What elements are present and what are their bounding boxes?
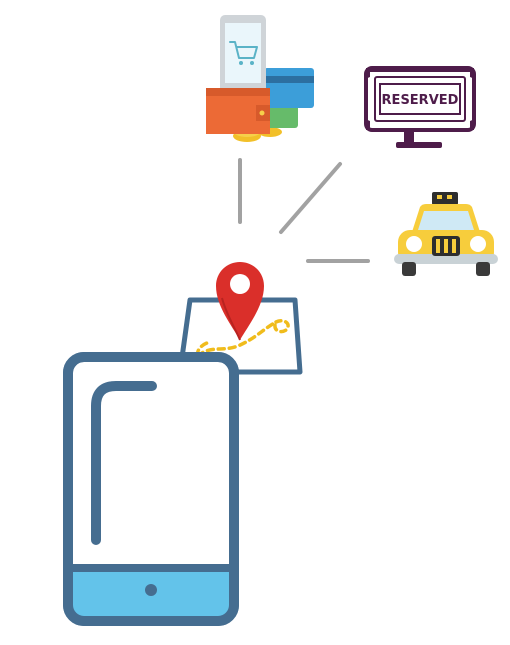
home-button xyxy=(145,584,157,596)
taxi-icon xyxy=(394,192,498,276)
connector-reserved xyxy=(279,162,342,234)
smartphone-icon xyxy=(63,352,239,626)
connector-lines xyxy=(238,158,370,263)
reserved-text: RESERVED xyxy=(382,93,459,108)
reserved-sign-icon: RESERVED xyxy=(364,66,476,148)
wallet-cart-icon xyxy=(206,15,314,142)
